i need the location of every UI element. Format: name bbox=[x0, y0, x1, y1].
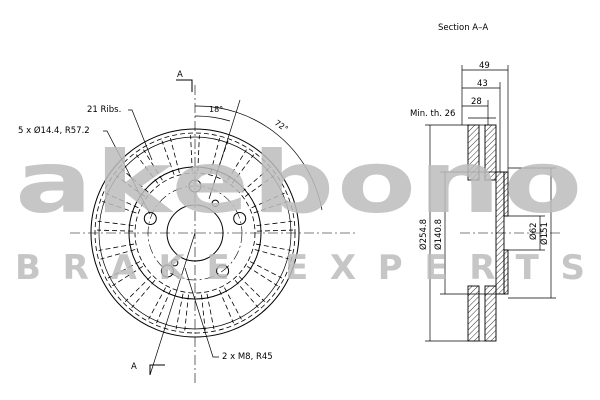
rib-line bbox=[247, 266, 278, 287]
friction-ring-outer-lower bbox=[484, 285, 497, 342]
rib-line bbox=[148, 287, 166, 320]
rib-line bbox=[241, 168, 270, 193]
rib-line bbox=[120, 168, 149, 193]
rib-line bbox=[249, 261, 283, 279]
friction-ring-outer-upper bbox=[484, 124, 497, 181]
rib-line bbox=[112, 266, 143, 287]
rib-line bbox=[206, 293, 215, 330]
rib-line bbox=[97, 229, 134, 232]
rib-line bbox=[184, 294, 189, 331]
angle-arc-18 bbox=[194, 115, 231, 122]
angle-arc-72 bbox=[194, 105, 323, 211]
cooling-ribs bbox=[97, 135, 293, 331]
rib-line bbox=[254, 249, 290, 260]
dim-28-label: 28 bbox=[471, 97, 482, 107]
rib-line bbox=[253, 200, 288, 214]
thread-hole bbox=[211, 199, 220, 207]
angle-18-label: 18° bbox=[209, 105, 223, 114]
rib-line bbox=[115, 175, 146, 197]
rib-line bbox=[107, 261, 141, 279]
rib-line bbox=[218, 289, 234, 324]
dia-pcd-label: Ø151 bbox=[539, 222, 550, 245]
rib-line bbox=[244, 175, 275, 197]
rib-line bbox=[227, 149, 247, 181]
rib-line bbox=[143, 149, 163, 181]
vent-outer-hidden bbox=[94, 132, 296, 334]
rib-line bbox=[156, 289, 172, 324]
section-title: Section A–A bbox=[438, 23, 488, 33]
rib-line bbox=[224, 287, 242, 320]
bolt-hole bbox=[160, 264, 174, 278]
rib-line bbox=[190, 135, 193, 172]
rib-line bbox=[201, 294, 206, 331]
dia-outer-label: Ø254.8 bbox=[418, 219, 429, 250]
dia-hat-label: Ø140.8 bbox=[433, 219, 444, 250]
rib-line bbox=[98, 243, 135, 251]
front-view: 18° 72° A A 21 Ribs. 5 x Ø14.4, R57.2 2 … bbox=[18, 70, 355, 385]
hat-flange-lower bbox=[503, 249, 509, 295]
angle-72-label: 72° bbox=[273, 118, 290, 134]
rib-line bbox=[255, 243, 292, 251]
section-marker-bottom-line bbox=[149, 364, 165, 375]
section-line bbox=[149, 232, 196, 376]
section-marker-top: A bbox=[177, 70, 183, 80]
angle-leader bbox=[208, 99, 241, 200]
threads-leader bbox=[184, 267, 219, 358]
section-view: Section A–A 49 43 28 Min. th. 26 bbox=[410, 23, 560, 342]
section-marker-bottom: A bbox=[131, 362, 137, 372]
threads-label: 2 x M8, R45 bbox=[222, 352, 273, 362]
holes-leader bbox=[103, 130, 151, 215]
watermark-brand: akebono bbox=[15, 133, 585, 233]
rib-line bbox=[231, 154, 255, 184]
rib-line bbox=[169, 138, 180, 174]
rib-line bbox=[256, 229, 293, 232]
bolt-hole bbox=[233, 211, 247, 225]
rib-line bbox=[105, 192, 139, 209]
rib-line bbox=[210, 138, 221, 174]
rib-line bbox=[100, 249, 136, 260]
bolt-hole bbox=[188, 179, 202, 193]
holes-label: 5 x Ø14.4, R57.2 bbox=[18, 125, 90, 136]
bolt-hole bbox=[143, 211, 157, 225]
rib-line bbox=[197, 135, 200, 172]
akebono-watermark: akebono BRAKE EXPERTS bbox=[15, 133, 585, 288]
rib-line bbox=[238, 276, 266, 303]
center-bore bbox=[166, 204, 224, 262]
dia-bore-label: Ø62 bbox=[528, 222, 539, 240]
dim-49-label: 49 bbox=[479, 61, 490, 71]
thread-holes bbox=[170, 199, 220, 267]
friction-ring-inner-lower bbox=[467, 285, 480, 342]
rib-line bbox=[234, 280, 259, 309]
rib-line bbox=[102, 200, 137, 214]
bolt-hole bbox=[216, 264, 230, 278]
rib-line bbox=[161, 140, 175, 175]
rib-line bbox=[251, 192, 285, 209]
friction-ring-outer bbox=[98, 136, 292, 330]
rib-line bbox=[135, 154, 159, 184]
disc-outer-edge bbox=[90, 128, 300, 338]
rib-line bbox=[256, 220, 293, 226]
ribs-label: 21 Ribs. bbox=[87, 105, 121, 115]
rib-line bbox=[175, 293, 184, 330]
bolt-holes bbox=[143, 179, 247, 278]
vent-inner-hidden bbox=[134, 172, 256, 294]
rib-line bbox=[124, 276, 152, 303]
bolt-circle bbox=[147, 185, 243, 281]
rib-line bbox=[131, 280, 156, 309]
section-marker-top-line bbox=[176, 79, 193, 92]
min-thickness-label: Min. th. 26 bbox=[410, 109, 455, 119]
friction-ring-inner-upper bbox=[467, 124, 480, 181]
dim-43-label: 43 bbox=[477, 79, 488, 89]
ribs-leader bbox=[128, 109, 153, 161]
watermark-tagline: BRAKE EXPERTS bbox=[15, 248, 585, 288]
rib-line bbox=[97, 220, 134, 226]
thread-hole bbox=[170, 259, 179, 267]
